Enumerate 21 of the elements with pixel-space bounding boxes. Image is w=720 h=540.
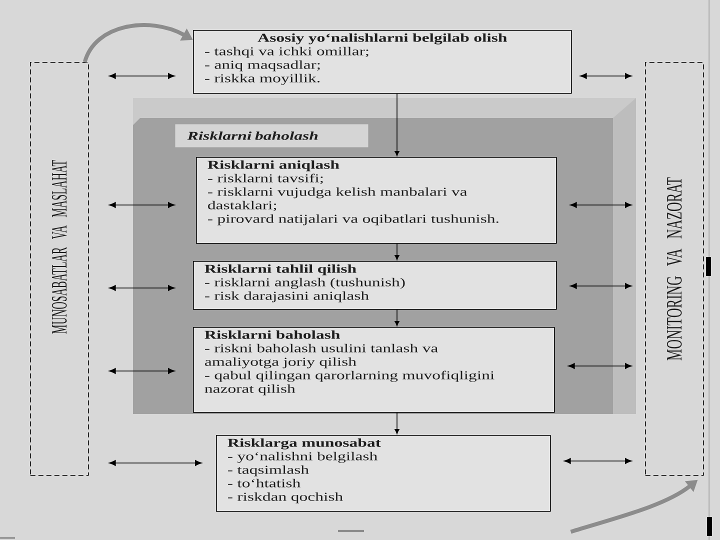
arrow <box>394 309 400 326</box>
double-arrow <box>108 368 175 374</box>
double-arrow <box>108 202 175 208</box>
double-arrow <box>580 73 632 79</box>
process-box: Risklarni baholash - riskni baholash usulini tanlash va amaliyotga joriy qilish - qabul qilingan qarorlarning muvofiqligini nazorat qilish <box>193 327 555 413</box>
process-box: Risklarga munosabat - yo‘nalishni belgilash - taqsimlash - to‘htatish - riskdan qochish <box>216 435 551 512</box>
dashed-box: MONITORING VA NAZORAT <box>645 62 704 476</box>
process-box: Risklarni tahlil qilish - risklarni anglash (tushunish) - risk darajasini aniqlash <box>193 261 557 310</box>
arrow <box>394 243 400 260</box>
arrow <box>394 93 400 156</box>
process-box: Asosiy yo‘nalishlarni belgilab olish - tashqi va ichki omillar; - aniq maqsadlar; - riskka moyillik. <box>193 30 572 94</box>
double-arrow <box>564 458 632 464</box>
double-arrow <box>108 285 175 291</box>
process-box: Risklarni aniqlash - risklarni tavsifi; - risklarni vujudga kelish manbalari va dastaklari; - pirovard natijalari va oqibatlari tushunish. <box>196 157 557 244</box>
dashed-box: MUNOSABATLAR VA MASLAHAT <box>30 62 89 476</box>
double-arrow <box>570 283 632 289</box>
double-arrow <box>568 363 632 369</box>
double-arrow <box>570 202 632 208</box>
arrow <box>394 412 400 434</box>
double-arrow <box>108 73 175 79</box>
double-arrow <box>108 460 202 466</box>
